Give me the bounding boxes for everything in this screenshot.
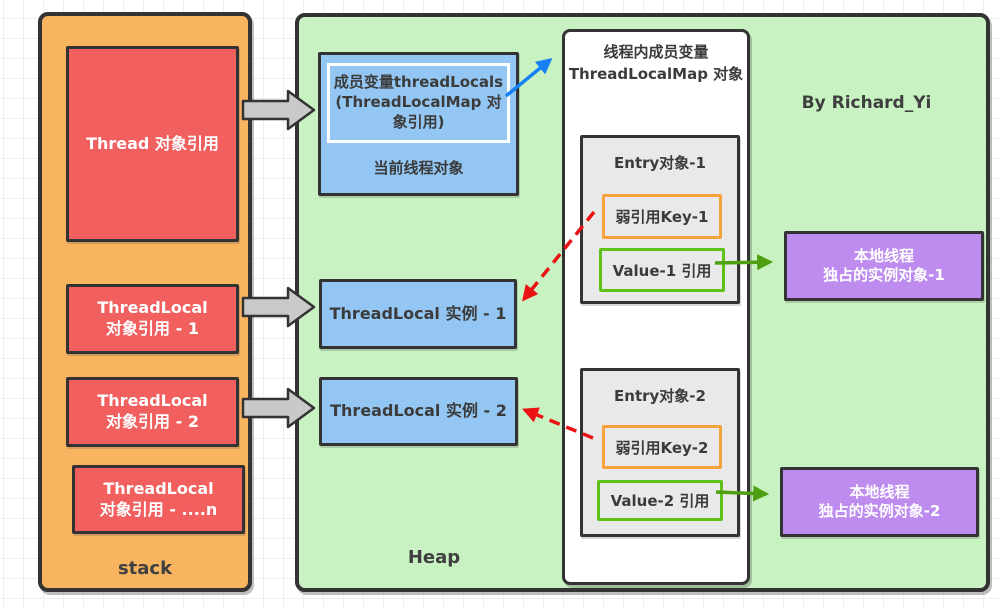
threadlocal-ref-n-line1: ThreadLocal bbox=[103, 478, 214, 498]
entry-1-title: Entry对象-1 bbox=[614, 154, 706, 172]
threadlocal-ref-n-line2: 对象引用 - ....n bbox=[99, 499, 218, 519]
heap-label: Heap bbox=[407, 547, 461, 568]
value-1-box: Value-1 引用 bbox=[599, 248, 725, 292]
stack-panel: Thread 对象引用 ThreadLocal 对象引用 - 1 ThreadL… bbox=[38, 12, 252, 592]
threadlocal-ref-1-line2: 对象引用 - 1 bbox=[106, 319, 199, 338]
value-object-2-box: 本地线程 独占的实例对象-2 bbox=[780, 467, 979, 537]
threadlocal-ref-2-line1: ThreadLocal bbox=[97, 391, 208, 411]
value-object-1-line1: 本地线程 bbox=[853, 246, 914, 265]
threadlocalmap-container: 线程内成员变量 ThreadLocalMap 对象 Entry对象-1 弱引用K… bbox=[562, 29, 750, 585]
threadlocal-ref-2-box: ThreadLocal 对象引用 - 2 bbox=[66, 377, 239, 447]
thread-ref-box: Thread 对象引用 bbox=[66, 46, 239, 242]
stack-label: stack bbox=[117, 558, 173, 579]
value-2-box: Value-2 引用 bbox=[597, 480, 723, 521]
value-object-1-box: 本地线程 独占的实例对象-1 bbox=[784, 231, 984, 301]
heap-panel: By Richard_Yi 成员变量threadLocals (ThreadLo… bbox=[295, 13, 990, 592]
threadlocal-instance-2-label: ThreadLocal 实例 - 2 bbox=[330, 401, 507, 421]
member-threadlocals-box: 成员变量threadLocals (ThreadLocalMap 对 象引用) bbox=[327, 63, 510, 143]
member-line3: 象引用) bbox=[392, 112, 445, 131]
member-line1: 成员变量threadLocals bbox=[333, 73, 504, 92]
threadlocal-ref-1-line1: ThreadLocal bbox=[97, 298, 208, 318]
threadlocal-ref-1-box: ThreadLocal 对象引用 - 1 bbox=[66, 284, 239, 354]
value-object-1-line2: 独占的实例对象-1 bbox=[823, 266, 945, 284]
entry-2-box: Entry对象-2 弱引用Key-2 Value-2 引用 bbox=[580, 368, 740, 537]
threadlocal-ref-n-box: ThreadLocal 对象引用 - ....n bbox=[72, 465, 245, 534]
entry-1-box: Entry对象-1 弱引用Key-1 Value-1 引用 bbox=[580, 135, 740, 304]
current-thread-label: 当前线程对象 bbox=[373, 159, 464, 177]
threadlocal-instance-1-label: ThreadLocal 实例 - 1 bbox=[329, 303, 507, 323]
value-1-label: Value-1 引用 bbox=[612, 261, 712, 280]
map-title: 线程内成员变量 ThreadLocalMap 对象 bbox=[565, 42, 747, 86]
threadlocal-instance-2-box: ThreadLocal 实例 - 2 bbox=[319, 377, 518, 446]
byline: By Richard_Yi bbox=[801, 93, 932, 113]
entry-2-title: Entry对象-2 bbox=[614, 387, 706, 405]
map-title-line1: 线程内成员变量 bbox=[603, 43, 709, 61]
weak-key-2-box: 弱引用Key-2 bbox=[602, 425, 722, 469]
current-thread-box: 成员变量threadLocals (ThreadLocalMap 对 象引用) … bbox=[318, 52, 519, 196]
value-object-2-line1: 本地线程 bbox=[849, 482, 910, 501]
threadlocal-instance-1-box: ThreadLocal 实例 - 1 bbox=[319, 279, 517, 349]
weak-key-1-box: 弱引用Key-1 bbox=[602, 194, 722, 239]
value-2-label: Value-2 引用 bbox=[610, 492, 710, 510]
value-object-2-line2: 独占的实例对象-2 bbox=[818, 502, 941, 520]
threadlocal-ref-2-line2: 对象引用 - 2 bbox=[106, 412, 199, 431]
map-title-line2: ThreadLocalMap 对象 bbox=[568, 64, 744, 83]
weak-key-1-label: 弱引用Key-1 bbox=[615, 208, 709, 226]
thread-ref-label: Thread 对象引用 bbox=[86, 133, 219, 153]
member-line2: (ThreadLocalMap 对 bbox=[335, 93, 502, 112]
weak-key-2-label: 弱引用Key-2 bbox=[615, 438, 709, 457]
